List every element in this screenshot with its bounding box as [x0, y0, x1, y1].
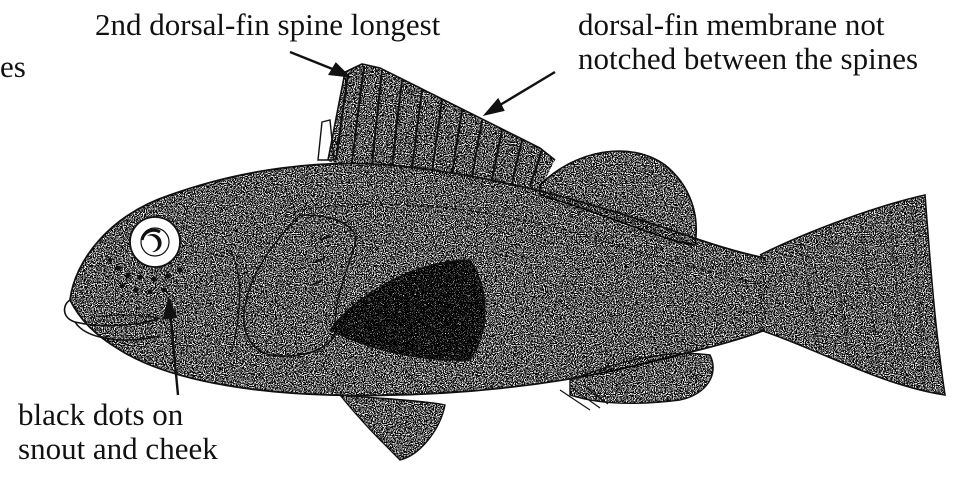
label-second-spine-longest: 2nd dorsal-fin spine longest — [95, 8, 440, 42]
label-membrane-not-notched: dorsal-fin membrane not notched between … — [578, 8, 973, 76]
label-dots-line-1: black dots on — [18, 398, 218, 432]
arrow-to-second-spine — [290, 52, 348, 76]
pelvic-fin — [340, 395, 445, 460]
caudal-fin — [760, 195, 945, 395]
label-black-dots: black dots on snout and cheek — [18, 398, 218, 466]
label-cut-fragment: es — [0, 50, 26, 84]
eye — [130, 217, 180, 267]
label-membrane-line-1: dorsal-fin membrane not — [578, 8, 973, 42]
label-membrane-line-2: notched between the spines — [578, 42, 973, 76]
arrow-to-fin-membrane — [486, 72, 555, 114]
label-dots-line-2: snout and cheek — [18, 432, 218, 466]
